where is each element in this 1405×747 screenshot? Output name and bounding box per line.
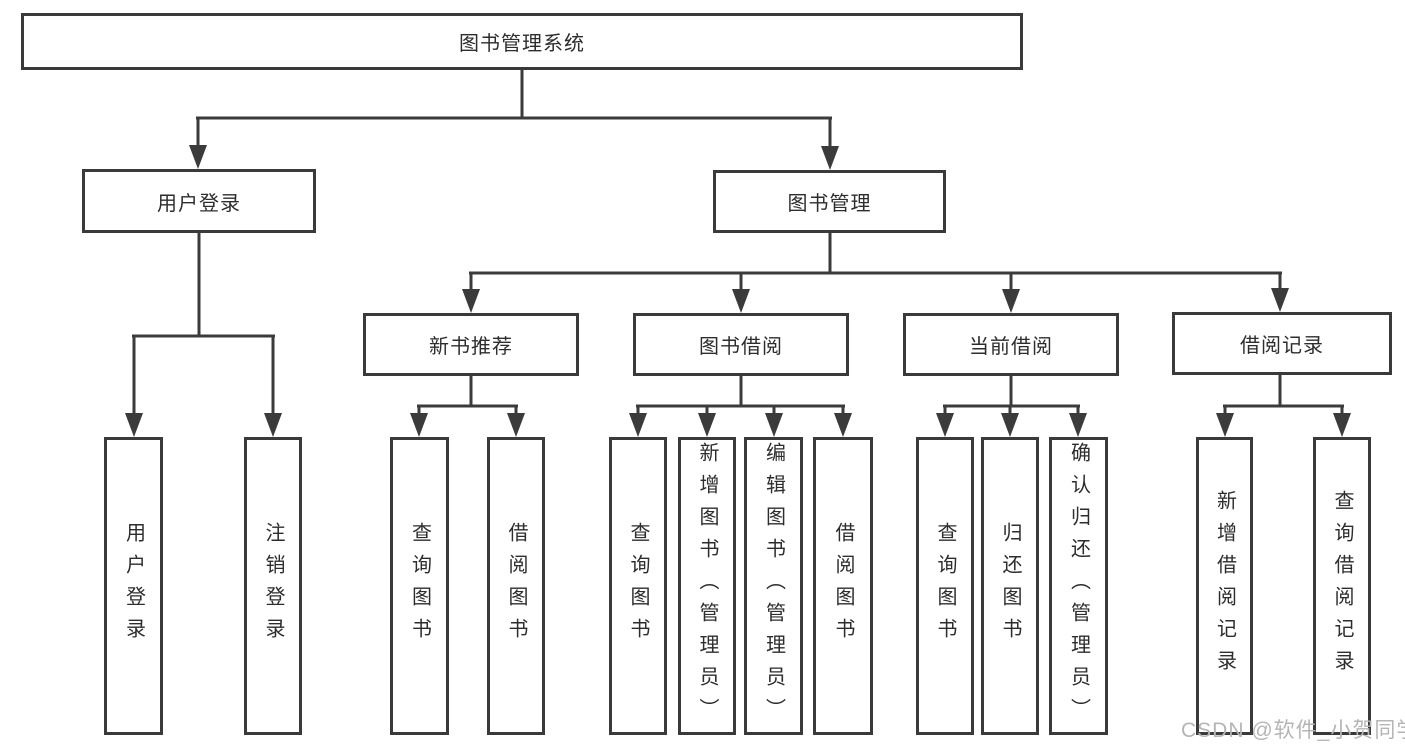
leaf-borrow-books: 借阅图书 (813, 437, 873, 735)
leaf-label: 查询图书 (627, 522, 649, 650)
node-new-book-recommendation: 新书推荐 (363, 313, 579, 376)
leaf-label: 注销登录 (262, 522, 284, 650)
leaf-label: 确认归还（管理员） (1067, 442, 1090, 730)
leaf-user-login: 用户登录 (104, 437, 163, 735)
leaf-borrow-books-recommend: 借阅图书 (487, 437, 545, 735)
leaf-label: 归还图书 (999, 522, 1021, 650)
leaf-label: 借阅图书 (832, 522, 854, 650)
leaf-label: 借阅图书 (505, 522, 527, 650)
node-current-borrowing: 当前借阅 (903, 313, 1119, 376)
connector-user-login-to-leaves (125, 233, 282, 437)
leaf-label: 查询借阅记录 (1331, 490, 1353, 682)
watermark-text: CSDN @软件_小贺同学 (1181, 719, 1405, 742)
node-label: 图书借阅 (699, 336, 783, 358)
node-label: 借阅记录 (1240, 335, 1324, 357)
leaf-label: 查询图书 (934, 522, 956, 650)
node-label: 图书管理系统 (459, 33, 585, 55)
leaf-return-books: 归还图书 (981, 437, 1039, 735)
leaf-label: 新增借阅记录 (1213, 490, 1236, 682)
leaf-query-borrow-record: 查询借阅记录 (1313, 437, 1371, 735)
leaf-label: 查询图书 (408, 522, 431, 650)
leaf-label: 新增图书（管理员） (696, 442, 718, 730)
leaf-add-borrow-record: 新增借阅记录 (1196, 437, 1253, 735)
node-label: 图书管理 (787, 193, 872, 215)
node-borrowing-records: 借阅记录 (1172, 312, 1392, 375)
node-label: 新书推荐 (429, 336, 513, 358)
connector-book-borrow-to-leaves (629, 376, 852, 437)
leaf-edit-book-admin: 编辑图书（管理员） (744, 437, 803, 735)
leaf-query-books-current: 查询图书 (916, 437, 974, 735)
node-label: 当前借阅 (969, 336, 1053, 358)
node-user-login: 用户登录 (82, 169, 316, 233)
node-book-borrowing: 图书借阅 (633, 313, 849, 376)
node-library-management-system: 图书管理系统 (21, 13, 1023, 70)
leaf-add-book-admin: 新增图书（管理员） (678, 437, 736, 735)
leaf-logout: 注销登录 (244, 437, 302, 735)
leaf-confirm-return-admin: 确认归还（管理员） (1049, 437, 1108, 735)
leaf-query-books-borrow: 查询图书 (609, 437, 667, 735)
connector-root-to-level2 (189, 70, 839, 170)
connector-new-book-to-leaves (410, 376, 525, 437)
connector-book-management-to-level3 (462, 233, 1289, 313)
connector-current-borrow-to-leaves (936, 376, 1087, 437)
node-book-management: 图书管理 (713, 170, 946, 233)
node-label: 用户登录 (157, 192, 241, 215)
leaf-label: 编辑图书（管理员） (762, 442, 785, 730)
leaf-query-books-recommend: 查询图书 (390, 437, 449, 735)
connector-borrow-records-to-leaves (1216, 375, 1351, 437)
leaf-label: 用户登录 (122, 522, 145, 650)
